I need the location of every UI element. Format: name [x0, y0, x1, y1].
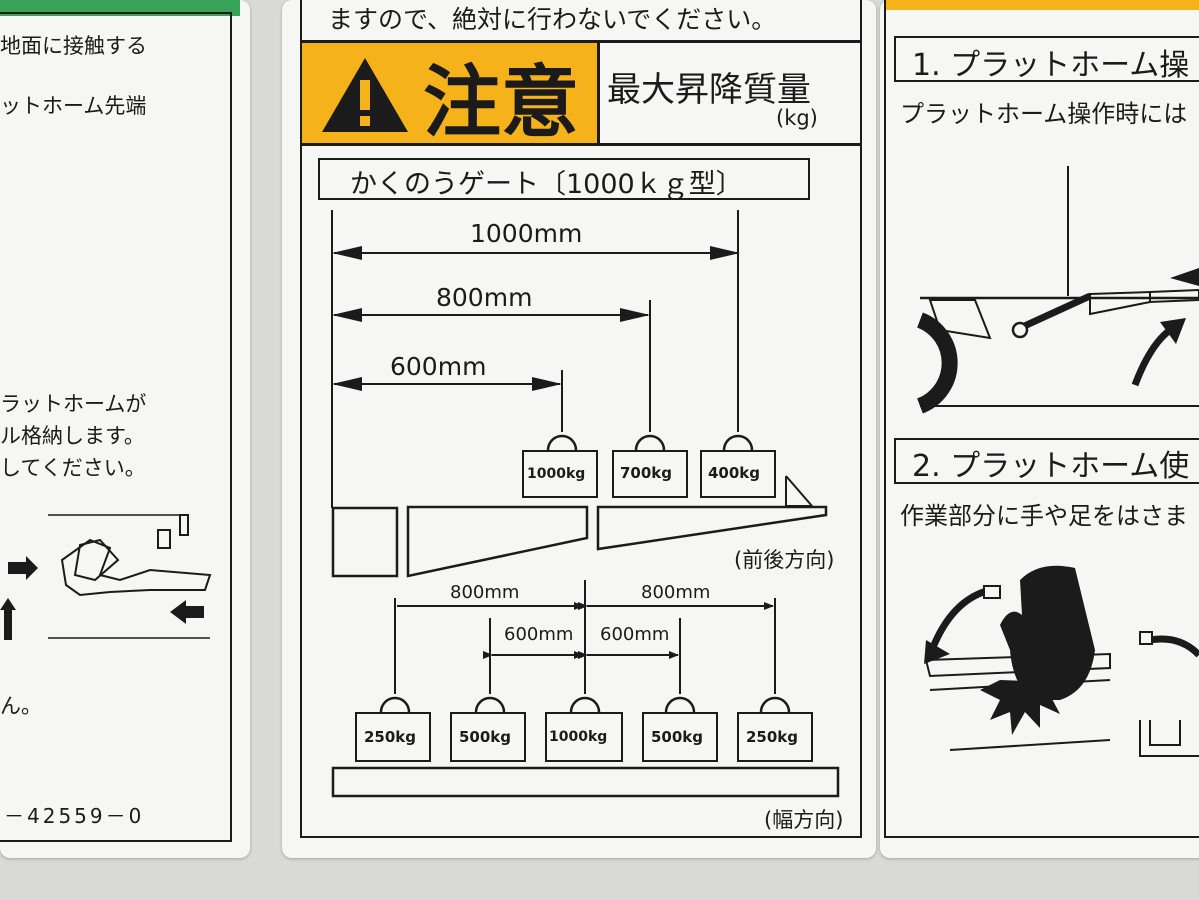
weight-box-700kg: 700kg	[612, 450, 688, 498]
max-mass-unit: (kg)	[776, 106, 818, 130]
left-text-5: してください。	[0, 456, 146, 480]
gate-title-box	[318, 158, 810, 200]
top-divider	[300, 40, 862, 43]
front-back-direction: (前後方向)	[734, 548, 835, 572]
left-illustration	[0, 514, 212, 640]
weight-box-500kg-left: 500kg	[450, 712, 526, 762]
section2-title: 2. プラットホーム使	[912, 449, 1190, 484]
width-dim-600-left: 600mm	[504, 624, 574, 645]
header-bottom-divider	[300, 143, 862, 146]
left-text-1: 地面に接触する	[0, 34, 147, 58]
left-text-4: ル格納します。	[0, 424, 145, 448]
weight-box-250kg-left: 250kg	[355, 712, 431, 762]
max-mass-label: 最大昇降質量	[607, 70, 811, 110]
right-outer-border	[884, 0, 1199, 838]
right-yellow-band	[886, 0, 1199, 10]
left-panel: 地面に接触する ットホーム先端 ラットホームが ル格納します。 してください。 …	[0, 0, 250, 858]
weight-box-1000kg-center: 1000kg	[545, 712, 623, 762]
dim-600mm: 600mm	[390, 352, 487, 381]
caution-label: 注意	[423, 58, 580, 148]
top-warning-text: ますので、絶対に行わないでください。	[328, 5, 777, 34]
center-outer-border	[300, 0, 862, 838]
width-dim-800-left: 800mm	[450, 582, 520, 603]
section1-text: プラットホーム操作時には	[900, 100, 1188, 128]
section1-title: 1. プラットホーム操	[912, 48, 1190, 83]
left-text-2: ットホーム先端	[0, 94, 147, 118]
dim-1000mm: 1000mm	[470, 219, 583, 248]
section2-title-box	[894, 438, 1199, 484]
section2-text: 作業部分に手や足をはさま	[900, 502, 1188, 530]
width-direction: (幅方向)	[764, 808, 844, 832]
weight-box-1000kg: 1000kg	[522, 450, 598, 498]
width-dim-600-right: 600mm	[600, 624, 670, 645]
section1-title-box	[894, 36, 1199, 82]
weight-box-500kg-right: 500kg	[642, 712, 718, 762]
weight-box-400kg: 400kg	[700, 450, 776, 498]
left-text-3: ラットホームが	[0, 392, 147, 416]
gate-title: かくのうゲート〔1000ｋｇ型〕	[350, 169, 743, 200]
caution-divider	[597, 43, 600, 143]
left-text-6: ん。	[0, 694, 42, 718]
dim-800mm: 800mm	[436, 283, 533, 312]
part-number: －42559－0	[4, 804, 145, 828]
left-panel-border	[0, 12, 232, 842]
weight-box-250kg-right: 250kg	[737, 712, 813, 762]
width-dim-800-right: 800mm	[641, 582, 711, 603]
